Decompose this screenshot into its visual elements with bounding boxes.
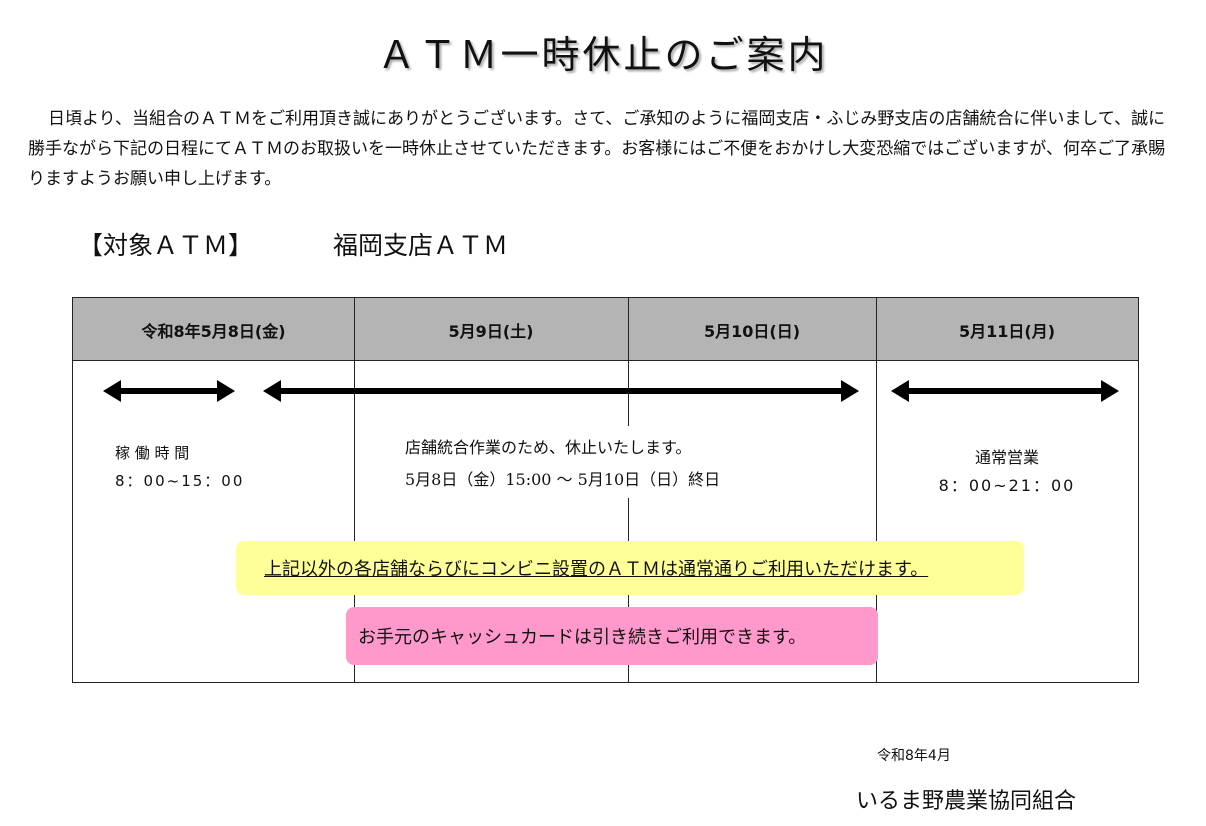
- normal-operation-hours: 8：00~21：00: [938, 476, 1076, 495]
- other-atm-note: 上記以外の各店舗ならびにコンビニ設置のＡＴＭは通常通りご利用いただけます。: [236, 541, 1024, 595]
- issue-date: 令和8年4月: [877, 748, 951, 764]
- double-arrow-icon: [103, 380, 235, 402]
- divider: [876, 298, 877, 682]
- header-may11: 5月11日(月): [958, 321, 1056, 341]
- schedule-table: 令和8年5月8日(金) 5月9日(土) 5月10日(日) 5月11日(月) 稼 …: [72, 297, 1139, 683]
- normal-operation-label: 通常営業: [974, 448, 1039, 467]
- intro-paragraph: 日頃より、当組合のＡＴＭをご利用頂き誠にありがとうございます。さて、ご承知のよう…: [28, 109, 1166, 189]
- operating-hours: 8：00~15：00: [115, 472, 245, 490]
- operating-hours-label: 稼 働 時 間: [115, 444, 190, 462]
- header-row: [73, 298, 1138, 361]
- page-title: ＡＴＭ一時休止のご案内: [377, 33, 829, 77]
- suspension-period: 5月8日（金）15:00 ～ 5月10日（日）終日: [405, 470, 721, 489]
- header-may10: 5月10日(日): [703, 321, 801, 341]
- target-atm: 【対象ＡＴＭ】 福岡支店ＡＴＭ: [78, 226, 588, 262]
- divider: [354, 298, 355, 682]
- double-arrow-icon: [263, 380, 859, 402]
- double-arrow-icon: [891, 380, 1119, 402]
- header-may9: 5月9日(土): [448, 321, 534, 341]
- target-label: 【対象ＡＴＭ】: [78, 231, 254, 260]
- cash-card-note: お手元のキャッシュカードは引き続きご利用できます。: [346, 607, 878, 665]
- target-value: 福岡支店ＡＴＭ: [333, 231, 509, 260]
- organization-name: いるま野農業協同組合: [856, 789, 1077, 814]
- suspension-box: 店舗統合作業のため、休止いたします。 5月8日（金）15:00 ～ 5月10日（…: [393, 426, 833, 498]
- header-may8: 令和8年5月8日(金): [141, 321, 286, 341]
- suspension-reason: 店舗統合作業のため、休止いたします。: [405, 438, 692, 457]
